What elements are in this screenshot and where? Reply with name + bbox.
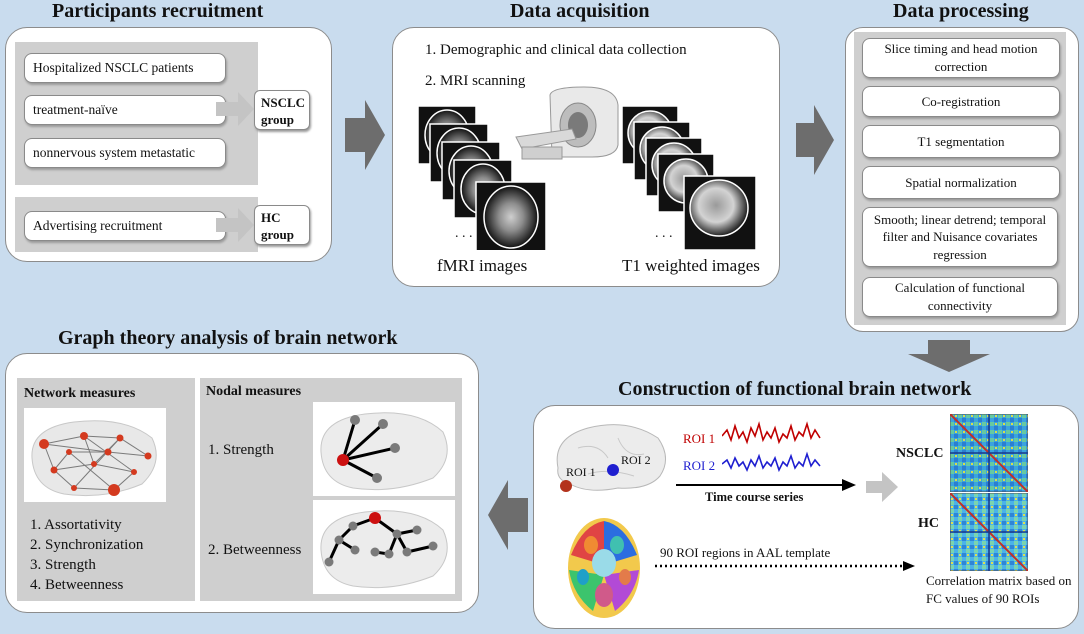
graph-title: Graph theory analysis of brain network xyxy=(58,327,398,349)
acquisition-step2: 2. MRI scanning xyxy=(425,73,526,89)
t1-label: T1 weighted images xyxy=(622,256,760,275)
processing-title: Data processing xyxy=(893,0,1029,22)
nsclc-group-box: NSCLC group xyxy=(254,90,310,130)
network-graph-image xyxy=(24,408,166,502)
step-t1-segmentation: T1 segmentation xyxy=(862,125,1060,158)
step-smooth-detrend: Smooth; linear detrend; temporal filter … xyxy=(862,207,1058,267)
time-series-plot xyxy=(722,421,821,473)
construction-title: Construction of functional brain network xyxy=(618,378,972,400)
nsclc-correlation-matrix xyxy=(950,414,1028,492)
time-course-label: Time course series xyxy=(705,490,804,504)
roi1-series-label: ROI 1 xyxy=(683,431,716,446)
recruitment-title: Participants recruitment xyxy=(52,0,264,22)
roi1-brain-label: ROI 1 xyxy=(566,465,596,479)
t1-image-stack xyxy=(621,105,757,250)
brain-roi-diagram xyxy=(556,424,666,492)
arrow-to-matrices xyxy=(866,472,898,502)
fmri-image-stack xyxy=(417,105,547,250)
arrow-acquisition-to-processing xyxy=(796,105,834,175)
betweenness-brain-diagram xyxy=(313,500,455,594)
arrow-to-nsclc-group xyxy=(216,92,254,126)
network-item-2: 2. Synchronization xyxy=(30,537,144,553)
roi1-node xyxy=(560,480,572,492)
nodal-measures-title: Nodal measures xyxy=(206,384,302,399)
nodal-item-strength: 1. Strength xyxy=(208,442,274,458)
hc-matrix-label: HC xyxy=(918,516,939,531)
step-functional-connectivity: Calculation of functional connectivity xyxy=(862,277,1058,317)
step-slice-timing: Slice timing and head motion correction xyxy=(862,38,1060,78)
criterion-hospitalized: Hospitalized NSCLC patients xyxy=(24,53,226,83)
criterion-nonnervous: nonnervous system metastatic xyxy=(24,138,226,168)
acquisition-title: Data acquisition xyxy=(510,0,650,22)
mri-scanner-icon xyxy=(515,86,619,160)
matrix-caption: Correlation matrix based on FC values of… xyxy=(926,573,1072,606)
acquisition-step1: 1. Demographic and clinical data collect… xyxy=(425,42,687,58)
step-coregistration: Co-registration xyxy=(862,86,1060,117)
nsclc-matrix-label: NSCLC xyxy=(896,446,944,461)
network-measures-title: Network measures xyxy=(24,386,136,401)
t1-ellipsis: . . . xyxy=(655,226,673,241)
aal-dotted-arrow xyxy=(655,561,915,571)
roi2-series-label: ROI 2 xyxy=(683,458,716,473)
roi2-brain-label: ROI 2 xyxy=(621,453,651,467)
hc-group-box: HC group xyxy=(254,205,310,245)
arrow-construction-to-graph xyxy=(488,480,528,550)
nodal-item-betweenness: 2. Betweenness xyxy=(208,542,302,558)
hc-correlation-matrix xyxy=(950,493,1028,571)
network-item-1: 1. Assortativity xyxy=(30,517,122,533)
network-item-3: 3. Strength xyxy=(30,557,96,573)
fmri-label: fMRI images xyxy=(437,256,528,275)
criterion-advertising: Advertising recruitment xyxy=(24,211,226,241)
arrow-to-hc-group xyxy=(216,208,254,242)
arrow-recruit-to-acquisition xyxy=(345,100,385,170)
time-course-arrow xyxy=(676,479,856,491)
aal-label: 90 ROI regions in AAL template xyxy=(660,545,831,560)
arrow-processing-to-construction xyxy=(908,340,990,372)
fmri-ellipsis: . . . xyxy=(455,226,473,241)
aal-atlas-icon xyxy=(568,518,640,618)
criterion-treatment-naive: treatment-naïve xyxy=(24,95,226,125)
strength-brain-diagram xyxy=(313,402,455,496)
network-item-4: 4. Betweenness xyxy=(30,577,124,593)
step-spatial-normalization: Spatial normalization xyxy=(862,166,1060,199)
roi2-node xyxy=(607,464,619,476)
